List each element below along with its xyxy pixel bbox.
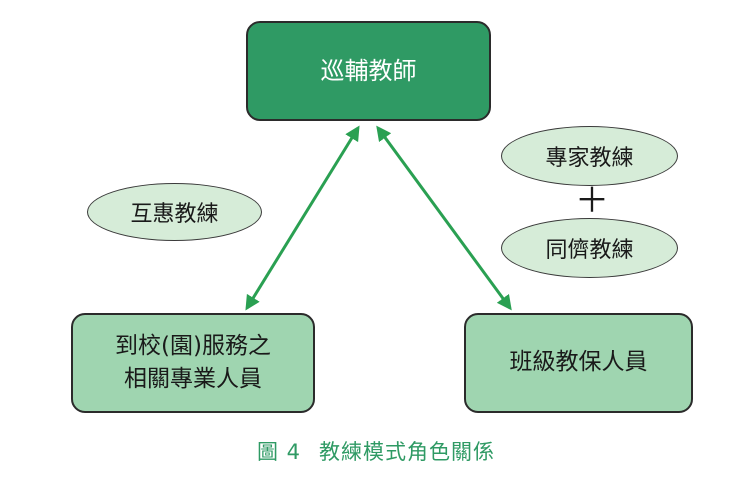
- oval-expert-coaching-label: 專家教練: [545, 146, 634, 171]
- node-class-staff-label: 班級教保人員: [509, 349, 648, 376]
- node-school-professionals-line2: 相關專業人員: [123, 366, 262, 392]
- arrow-right-double: [376, 125, 512, 311]
- figure-caption: 圖 4 教練模式角色關係: [0, 436, 752, 466]
- plus-sign: ＋: [575, 181, 609, 221]
- oval-mutual-coaching: 互惠教練: [87, 183, 262, 241]
- node-class-staff: 班級教保人員: [464, 313, 693, 413]
- node-school-professionals: 到校(園)服務之 相關專業人員: [71, 313, 315, 413]
- figure-number: 圖 4: [256, 440, 302, 464]
- node-itinerant-teacher-label: 巡輔教師: [320, 56, 417, 85]
- arrow-left-double: [245, 125, 360, 311]
- oval-expert-coaching: 專家教練: [501, 126, 678, 186]
- node-school-professionals-line1: 到校(園)服務之: [115, 332, 271, 359]
- figure-title: 教練模式角色關係: [319, 440, 496, 464]
- oval-peer-coaching: 同儕教練: [501, 218, 678, 278]
- node-itinerant-teacher: 巡輔教師: [246, 21, 491, 121]
- oval-mutual-coaching-label: 互惠教練: [130, 202, 219, 227]
- oval-peer-coaching-label: 同儕教練: [545, 238, 634, 263]
